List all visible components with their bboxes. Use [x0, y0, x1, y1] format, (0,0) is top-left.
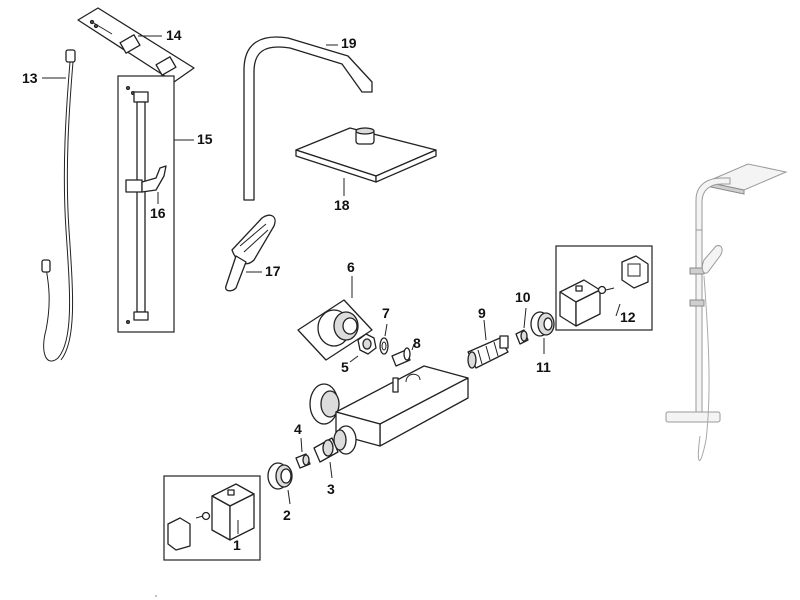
- washer-part: [379, 337, 389, 355]
- shower-hose-part: [41, 49, 76, 362]
- callout-15: 15: [197, 131, 213, 147]
- callout-16: 16: [150, 205, 166, 221]
- callout-10: 10: [515, 289, 531, 305]
- thermostatic-cartridge-part: [313, 437, 339, 463]
- pipe-nipple-part: [391, 347, 411, 367]
- hand-shower-part: [225, 214, 276, 292]
- shower-arm-part: [243, 36, 373, 201]
- assembled-shower-image: [665, 163, 788, 462]
- callout-2: 2: [283, 507, 291, 523]
- callout-6: 6: [347, 259, 355, 275]
- page-mark: [155, 595, 157, 597]
- spline-adapter-part: [295, 453, 311, 469]
- hex-nut-part: [357, 333, 377, 355]
- overhead-shower-head-part: [295, 127, 437, 183]
- callout-4: 4: [294, 421, 302, 437]
- callout-9: 9: [478, 305, 486, 321]
- riser-rail-panel: [117, 75, 175, 333]
- callout-1: 1: [233, 537, 241, 553]
- callout-14: 14: [166, 27, 182, 43]
- diverter-adapter-part: [515, 329, 529, 345]
- diverter-handle-inset: [555, 245, 653, 331]
- fixing-kit-panel: [77, 7, 195, 83]
- slider-holder-part: [125, 165, 167, 193]
- callout-18: 18: [334, 197, 350, 213]
- callout-7: 7: [382, 305, 390, 321]
- callout-11: 11: [536, 359, 551, 375]
- callout-19: 19: [341, 35, 357, 51]
- callout-3: 3: [327, 481, 335, 497]
- knob-ring-part: [267, 462, 293, 490]
- callout-13: 13: [22, 70, 38, 86]
- callout-5: 5: [341, 359, 349, 375]
- valve-body-part: [309, 365, 469, 455]
- temperature-handle-inset: [163, 475, 261, 561]
- wall-connection-part: [297, 299, 373, 361]
- diverter-cartridge-part: [467, 335, 509, 369]
- diverter-ring-part: [530, 311, 555, 337]
- callout-12: 12: [620, 309, 636, 325]
- callout-8: 8: [413, 335, 421, 351]
- callout-17: 17: [265, 263, 281, 279]
